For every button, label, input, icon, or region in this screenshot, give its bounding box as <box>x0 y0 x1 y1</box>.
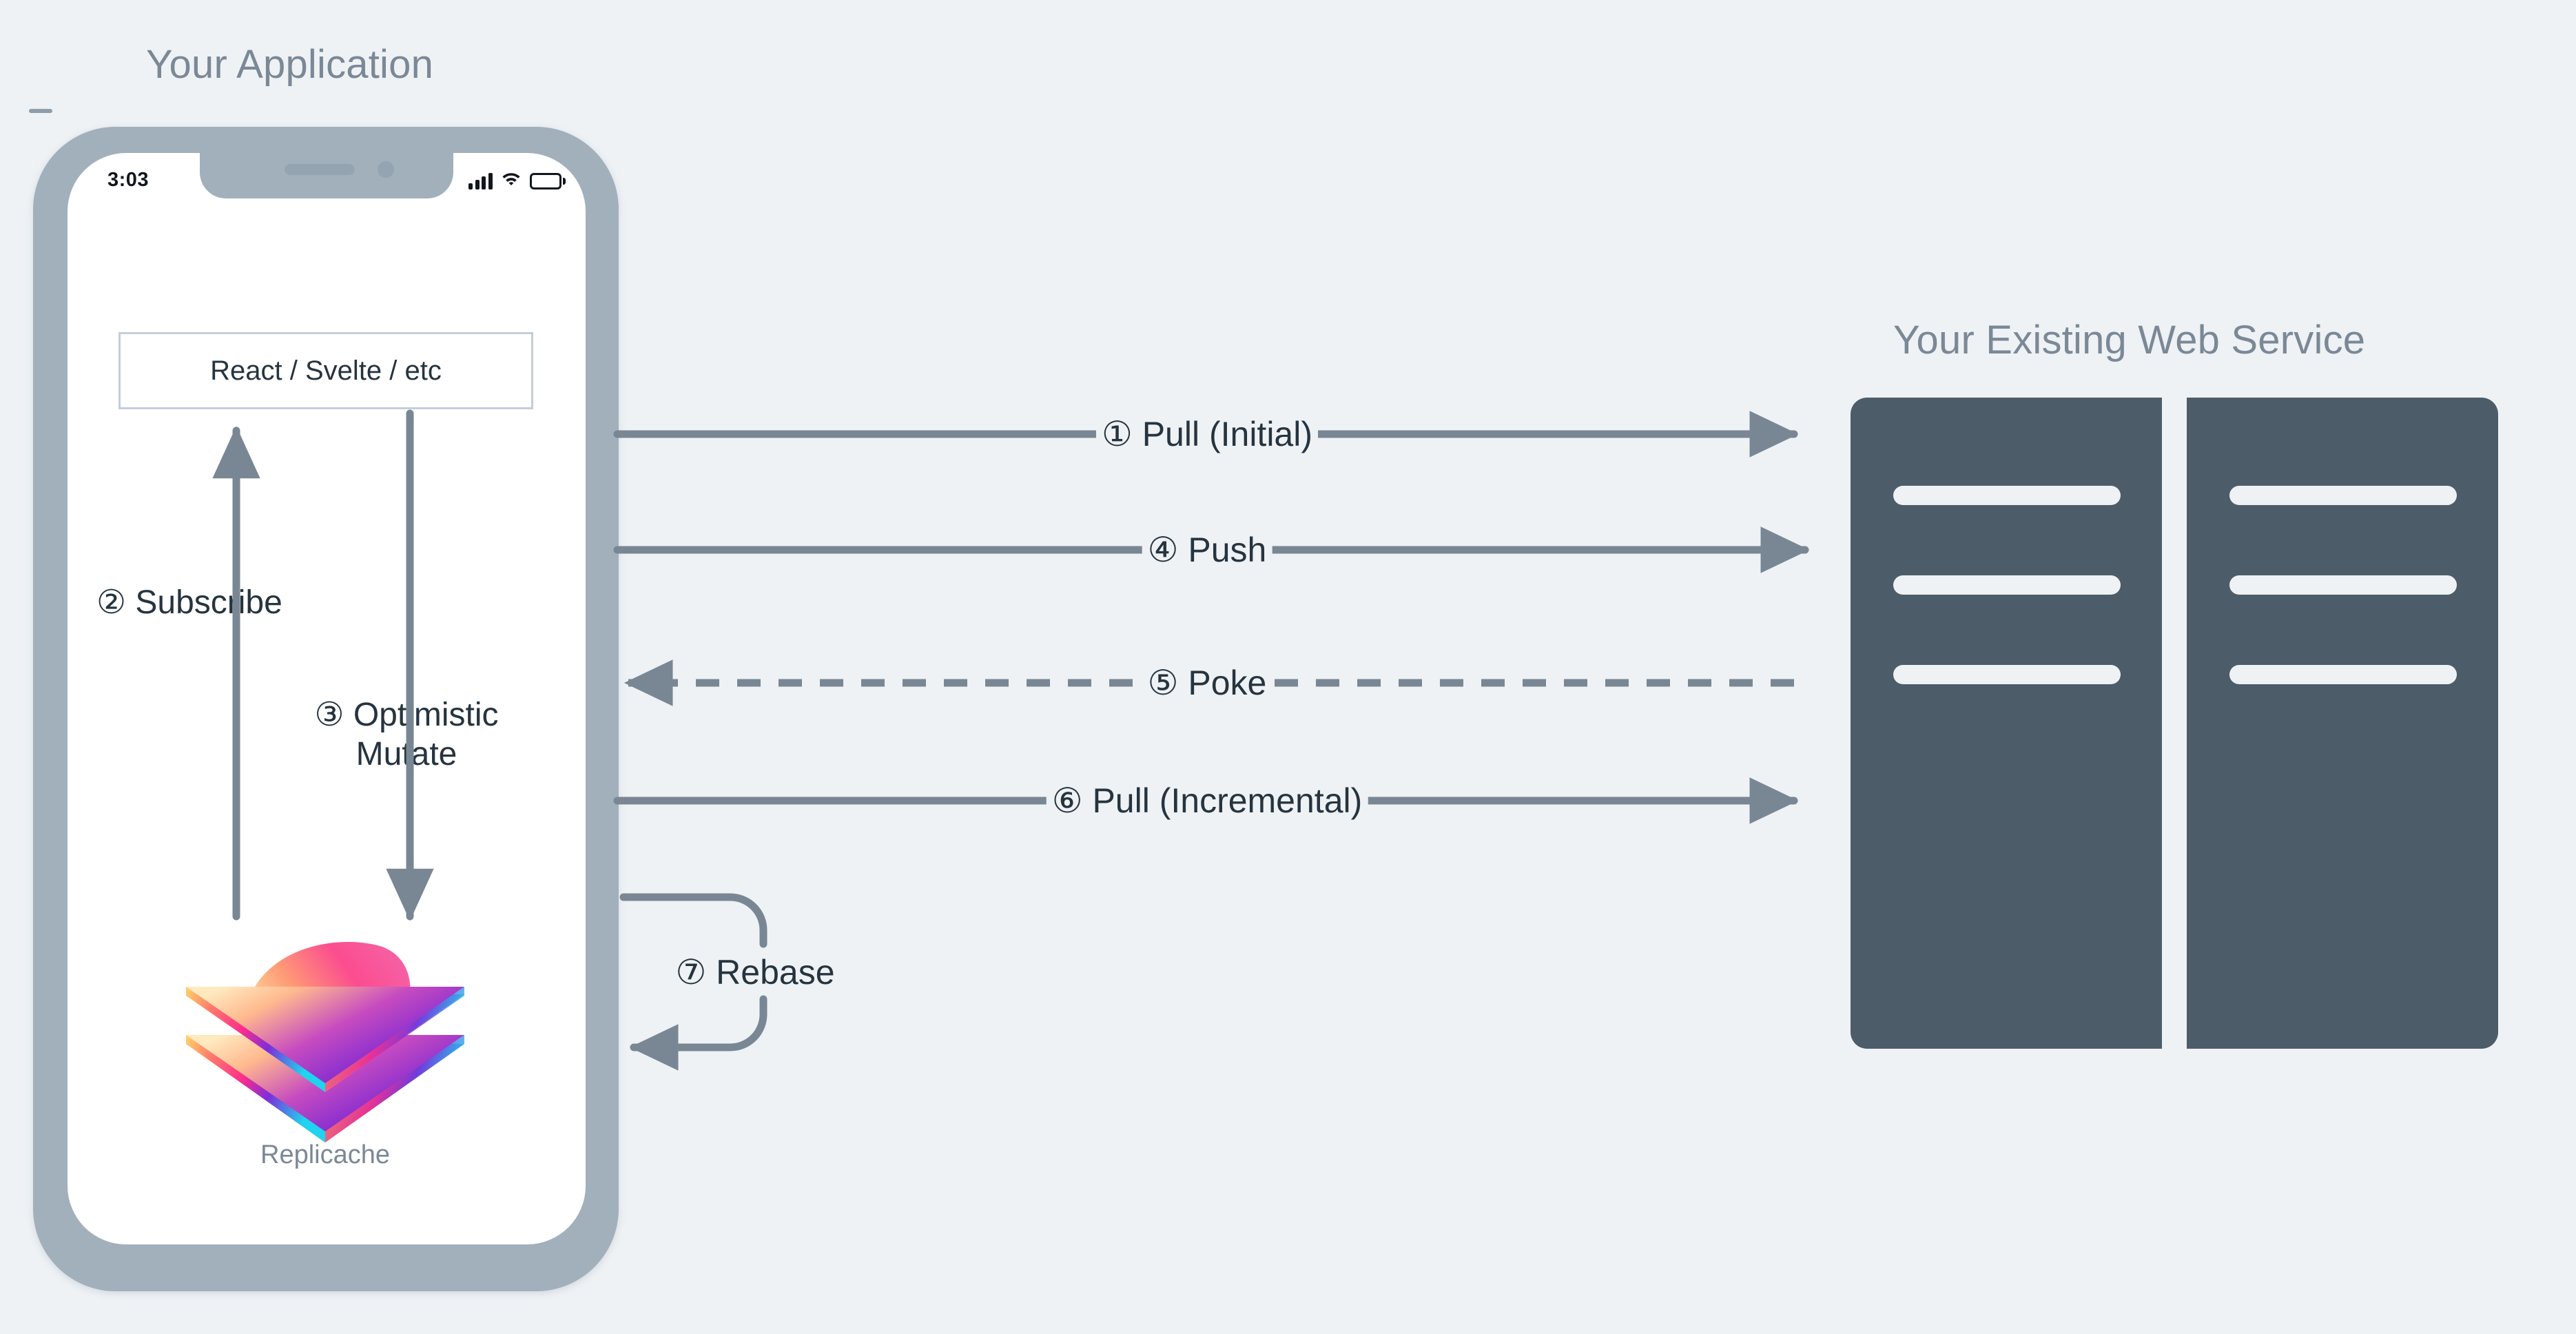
replicache-caption: Replicache <box>260 1140 390 1169</box>
server-bar <box>1893 665 2121 684</box>
application-section-title: Your Application <box>146 42 434 87</box>
arrow-label-pull-incremental: ⑥ Pull (Incremental) <box>1046 781 1368 821</box>
phone-speaker-icon <box>285 164 355 175</box>
step-subscribe-label: ② Subscribe <box>96 584 282 621</box>
framework-box-label: React / Svelte / etc <box>210 355 442 386</box>
phone-camera-icon <box>378 161 394 178</box>
server-bar <box>1893 486 2121 505</box>
server-rack-left <box>1851 398 2162 1049</box>
replicache-logo-icon <box>174 916 477 1144</box>
server-bar <box>2229 486 2457 505</box>
server-bar <box>1893 575 2121 595</box>
server-rack-right <box>2187 398 2498 1049</box>
status-bar-clock: 3:03 <box>107 169 150 191</box>
arrow-label-rebase: ⑦ Rebase <box>675 953 835 992</box>
step-optimistic-mutate-label: ③ Optimistic Mutate <box>314 697 499 772</box>
arrow-label-pull-initial: ① Pull (Initial) <box>1095 414 1319 454</box>
cellular-signal-icon <box>468 173 493 189</box>
tick-mark-decoration <box>29 109 52 113</box>
server-group <box>1851 398 2498 1049</box>
status-bar-icons <box>468 167 566 189</box>
server-bar <box>2229 575 2457 595</box>
web-service-section-title: Your Existing Web Service <box>1893 318 2366 362</box>
server-bar <box>2229 665 2457 684</box>
arrow-label-push: ④ Push <box>1142 530 1272 570</box>
framework-box: React / Svelte / etc <box>119 332 533 409</box>
wifi-icon <box>501 170 522 189</box>
arrow-label-poke: ⑤ Poke <box>1142 663 1272 703</box>
battery-icon <box>529 173 566 189</box>
